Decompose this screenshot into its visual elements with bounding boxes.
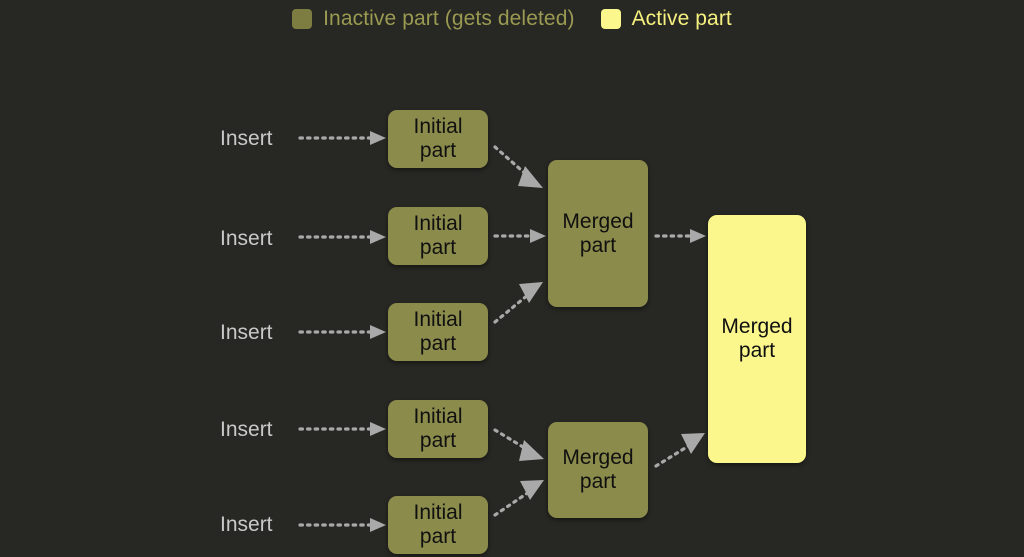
node-initial-part-2[interactable]: Initial part <box>388 207 488 265</box>
edge-insert-1-to-initial-part-1 <box>298 131 386 145</box>
edge-initial-part-5-to-merged-part-bottom <box>493 480 544 517</box>
edge-insert-3-to-initial-part-3 <box>298 325 386 339</box>
node-initial-part-1[interactable]: Initial part <box>388 110 488 168</box>
edge-insert-2-to-initial-part-2 <box>298 230 386 244</box>
edge-initial-part-3-to-merged-part-top <box>493 282 543 324</box>
node-initial-part-5[interactable]: Initial part <box>388 496 488 554</box>
insert-label-4: Insert <box>220 418 273 441</box>
node-merged-part-final[interactable]: Merged part <box>708 215 806 463</box>
node-initial-part-4[interactable]: Initial part <box>388 400 488 458</box>
legend: Inactive part (gets deleted) Active part <box>0 8 1024 29</box>
edge-initial-part-2-to-merged-part-top <box>493 229 546 243</box>
legend-item-inactive: Inactive part (gets deleted) <box>292 8 574 29</box>
node-initial-part-3[interactable]: Initial part <box>388 303 488 361</box>
legend-item-active: Active part <box>600 7 732 30</box>
insert-label-5: Insert <box>220 513 273 536</box>
edge-initial-part-1-to-merged-part-top <box>493 145 543 188</box>
insert-label-3: Insert <box>220 321 273 344</box>
edge-merged-part-top-to-merged-part-final <box>654 229 706 243</box>
insert-label-1: Insert <box>220 127 273 150</box>
insert-label-2: Insert <box>220 227 273 250</box>
edge-insert-5-to-initial-part-5 <box>298 518 386 532</box>
legend-label-inactive: Inactive part (gets deleted) <box>323 7 575 30</box>
edge-merged-part-bottom-to-merged-part-final <box>654 433 705 468</box>
edge-initial-part-4-to-merged-part-bottom <box>493 428 544 461</box>
node-merged-part-bottom[interactable]: Merged part <box>548 422 648 518</box>
legend-swatch-active-icon <box>600 8 621 29</box>
node-merged-part-top[interactable]: Merged part <box>548 160 648 307</box>
legend-swatch-inactive-icon <box>292 8 313 29</box>
edge-insert-4-to-initial-part-4 <box>298 422 386 436</box>
legend-label-active: Active part <box>631 7 732 30</box>
